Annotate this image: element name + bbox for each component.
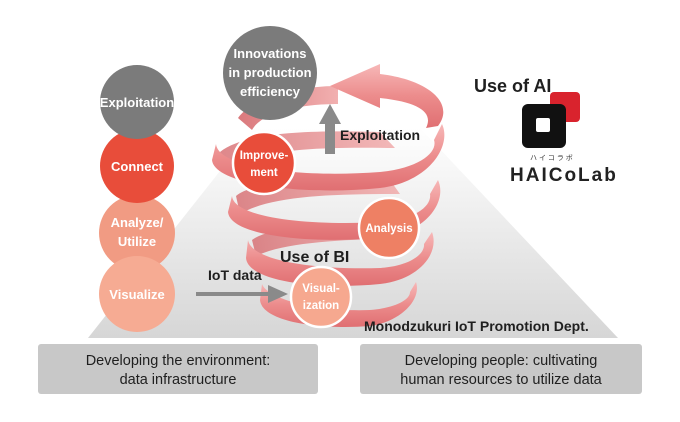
use-of-bi-label: Use of BI: [280, 249, 349, 266]
visualization-line1: Visual-: [302, 283, 340, 295]
bottom-box-left: [38, 344, 318, 394]
innovation-circle: [223, 26, 317, 120]
improvement-circle: [231, 130, 297, 196]
logo-furigana: ハ イ コ ラ ボ: [530, 154, 573, 162]
use-of-ai-label: Use of AI: [474, 76, 551, 96]
visualization-circle: [289, 265, 353, 329]
analyze-line2: Utilize: [118, 234, 156, 249]
improvement-line1: Improve-: [240, 150, 289, 162]
logo-white-square: [536, 118, 550, 132]
analyze-line1: Analyze/: [111, 215, 164, 230]
logo-text: HAICoLab: [510, 165, 618, 186]
connect-label: Connect: [111, 159, 164, 174]
spiral-exploitation-label: Exploitation: [340, 127, 420, 143]
exploitation-up-arrow: [319, 104, 341, 154]
dept-label: Monodzukuri IoT Promotion Dept.: [364, 318, 589, 334]
innovation-line1: Innovations: [234, 46, 307, 61]
analysis-circle: [357, 196, 421, 260]
spiral-band-3: [246, 232, 434, 286]
visualization-line2: ization: [303, 300, 339, 312]
bottom-right-line1: Developing people: cultivating: [405, 353, 598, 369]
improvement-line2: ment: [250, 167, 278, 179]
innovation-line2: in production: [228, 65, 311, 80]
bottom-right-line2: human resources to utilize data: [400, 372, 602, 388]
haicolab-logo: ハ イ コ ラ ボ HAICoLab: [510, 92, 618, 186]
bottom-box-right: [360, 344, 642, 394]
connect-circle: [100, 129, 174, 203]
iot-data-label: IoT data: [208, 267, 262, 283]
left-stack: [99, 65, 175, 332]
innovation-line3: efficiency: [240, 84, 301, 99]
iot-arrow: [196, 285, 288, 303]
bottom-left-line1: Developing the environment:: [86, 353, 271, 369]
exploitation-circle: [100, 65, 174, 139]
analysis-label: Analysis: [365, 223, 412, 235]
exploitation-label: Exploitation: [100, 95, 174, 110]
visualize-circle: [99, 256, 175, 332]
analyze-circle: [99, 195, 175, 271]
visualize-label: Visualize: [109, 287, 164, 302]
spiral-top-arrow: [330, 64, 444, 128]
bottom-left-line2: data infrastructure: [120, 372, 237, 388]
